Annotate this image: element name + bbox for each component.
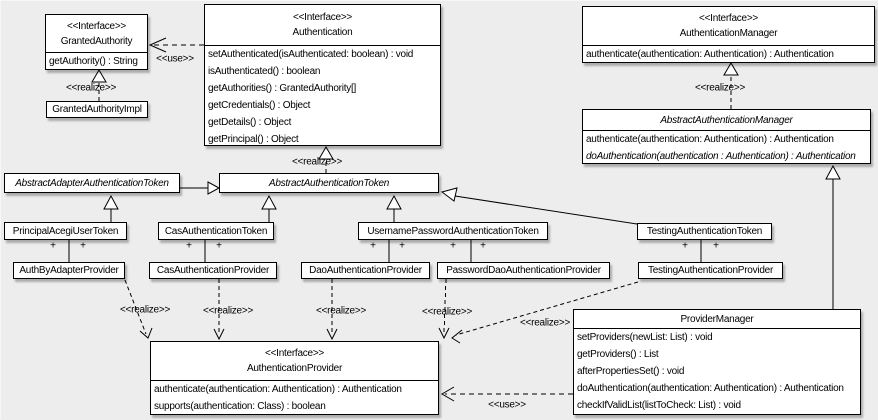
edge-abstractmanager-realize-manager — [723, 62, 739, 109]
edge-usernametoken-extends — [386, 194, 402, 222]
class-provider-manager[interactable]: ProviderManager setProviders(newList: Li… — [573, 309, 861, 415]
plus-adornment: + — [682, 240, 688, 252]
class-name: CasAuthenticationProvider — [156, 265, 270, 276]
class-granted-authority-impl[interactable]: GrantedAuthorityImpl — [46, 101, 148, 118]
class-name: AbstractAuthenticationManager — [660, 114, 793, 126]
class-username-password-authentication-token[interactable]: UsernamePasswordAuthenticationToken — [358, 222, 548, 240]
method: isAuthenticated() : boolean — [208, 66, 321, 77]
class-name: AuthByAdapterProvider — [19, 265, 119, 276]
method-abstract: doAuthentication(authentication : Authen… — [586, 151, 856, 162]
class-cas-authentication-token[interactable]: CasAuthenticationToken — [158, 222, 274, 240]
method: afterPropertiesSet() : void — [577, 366, 685, 377]
class-principal-acegi-user-token[interactable]: PrincipalAcegiUserToken — [4, 222, 127, 240]
edge-castoken-extends — [261, 194, 277, 222]
edge-label-realize: <<realize>> — [519, 317, 571, 329]
class-name: AbstractAuthenticationToken — [268, 177, 390, 189]
plus-adornment: + — [480, 240, 486, 252]
class-name: ProviderManager — [680, 313, 754, 325]
class-name: TestingAuthenticationToken — [646, 226, 763, 237]
method: authenticate(authentication: Authenticat… — [154, 384, 402, 395]
stereotype-label: <<Interface>> — [292, 12, 353, 23]
class-abstract-authentication-manager[interactable]: AbstractAuthenticationManager authentica… — [582, 109, 871, 164]
class-auth-by-adapter-provider[interactable]: AuthByAdapterProvider — [13, 262, 125, 279]
edge-label-realize: <<realize>> — [65, 82, 117, 94]
edge-label-use: <<use>> — [156, 53, 194, 65]
class-name: AuthenticationManager — [679, 28, 778, 39]
method: authenticate(authentication: Authenticat… — [586, 134, 834, 145]
edge-testingtoken-extends — [440, 187, 638, 225]
class-name: PasswordDaoAuthenticationProvider — [446, 265, 601, 276]
edge-label-realize: <<realize>> — [202, 305, 254, 317]
class-authentication-provider[interactable]: <<Interface>> AuthenticationProvider aut… — [150, 341, 439, 415]
stereotype-label: <<Interface>> — [264, 348, 325, 359]
edge-principaltoken-extends — [103, 194, 119, 222]
method: supports(authentication: Class) : boolea… — [154, 401, 326, 412]
class-name: GrantedAuthorityImpl — [52, 104, 142, 115]
class-name: DaoAuthenticationProvider — [309, 265, 422, 276]
method: getPrincipal() : Object — [208, 134, 299, 145]
edge-abstracttoken-realize-authentication — [318, 146, 334, 173]
edge-providermanager-extends — [825, 164, 841, 309]
class-name: AbstractAdapterAuthenticationToken — [15, 177, 169, 189]
class-name: PrincipalAcegiUserToken — [12, 225, 119, 237]
stereotype-label: <<Interface>> — [66, 20, 127, 32]
method: doAuthentication(authentication: Authent… — [577, 383, 844, 394]
edge-label-use: <<use>> — [488, 399, 526, 411]
class-name: CasAuthenticationToken — [164, 225, 268, 237]
class-password-dao-authentication-provider[interactable]: PasswordDaoAuthenticationProvider — [437, 262, 610, 279]
method: checkIfValidList(listToCheck: List) : vo… — [577, 400, 741, 411]
class-authentication[interactable]: <<Interface>> Authentication setAuthenti… — [204, 4, 441, 146]
edge-authentication-use-grantedauthority — [148, 37, 204, 53]
class-abstract-authentication-token[interactable]: AbstractAuthenticationToken — [219, 173, 439, 193]
edge-adaptertoken-extends — [180, 181, 221, 195]
class-testing-authentication-token[interactable]: TestingAuthenticationToken — [637, 223, 772, 240]
class-name: UsernamePasswordAuthenticationToken — [367, 225, 539, 237]
method: getCredentials() : Object — [208, 100, 311, 111]
edge-grantedauthorityimpl-realize — [91, 69, 107, 101]
edge-label-realize: <<realize>> — [291, 156, 343, 168]
class-granted-authority[interactable]: <<Interface>> GrantedAuthority getAuthor… — [45, 14, 148, 70]
edge-passworddaoprovider-realize — [438, 278, 450, 340]
edge-label-realize: <<realize>> — [421, 306, 473, 318]
edge-label-realize: <<realize>> — [315, 305, 367, 317]
class-dao-authentication-provider[interactable]: DaoAuthenticationProvider — [301, 262, 430, 279]
plus-adornment: + — [713, 240, 719, 252]
class-name: Authentication — [292, 27, 353, 38]
plus-adornment: + — [50, 240, 56, 252]
class-testing-authentication-provider[interactable]: TestingAuthenticationProvider — [638, 262, 783, 279]
method: setAuthenticated(isAuthenticated: boolea… — [208, 49, 414, 60]
edge-casprovider-realize — [213, 279, 225, 341]
edge-label-realize: <<realize>> — [119, 304, 171, 316]
edge-label-realize: <<realize>> — [694, 82, 746, 94]
edge-testingprovider-realize — [451, 281, 639, 344]
method: getAuthority() : String — [49, 56, 138, 67]
method: authenticate(authentication: Authenticat… — [586, 49, 834, 60]
edge-providermanager-use — [441, 386, 573, 402]
method: getProviders() : List — [577, 349, 659, 360]
plus-adornment: + — [450, 240, 456, 252]
stereotype-label: <<Interface>> — [698, 13, 759, 24]
class-authentication-manager[interactable]: <<Interface>> AuthenticationManager auth… — [582, 6, 875, 63]
method: getAuthorities() : GrantedAuthority[] — [208, 83, 357, 94]
class-name: TestingAuthenticationProvider — [647, 265, 774, 276]
class-name: AuthenticationProvider — [246, 363, 343, 374]
plus-adornment: + — [370, 240, 376, 252]
edge-daoprovider-realize — [326, 279, 338, 341]
plus-adornment: + — [216, 240, 222, 252]
class-abstract-adapter-authentication-token[interactable]: AbstractAdapterAuthenticationToken — [4, 173, 180, 193]
plus-adornment: + — [186, 240, 192, 252]
method: getDetails() : Object — [208, 117, 292, 128]
edge-authbyadapter-realize — [124, 279, 153, 339]
plus-adornment: + — [80, 240, 86, 252]
class-cas-authentication-provider[interactable]: CasAuthenticationProvider — [149, 262, 277, 279]
class-name: GrantedAuthority — [60, 35, 133, 47]
method: setProviders(newList: List) : void — [577, 332, 713, 343]
plus-adornment: + — [399, 240, 405, 252]
